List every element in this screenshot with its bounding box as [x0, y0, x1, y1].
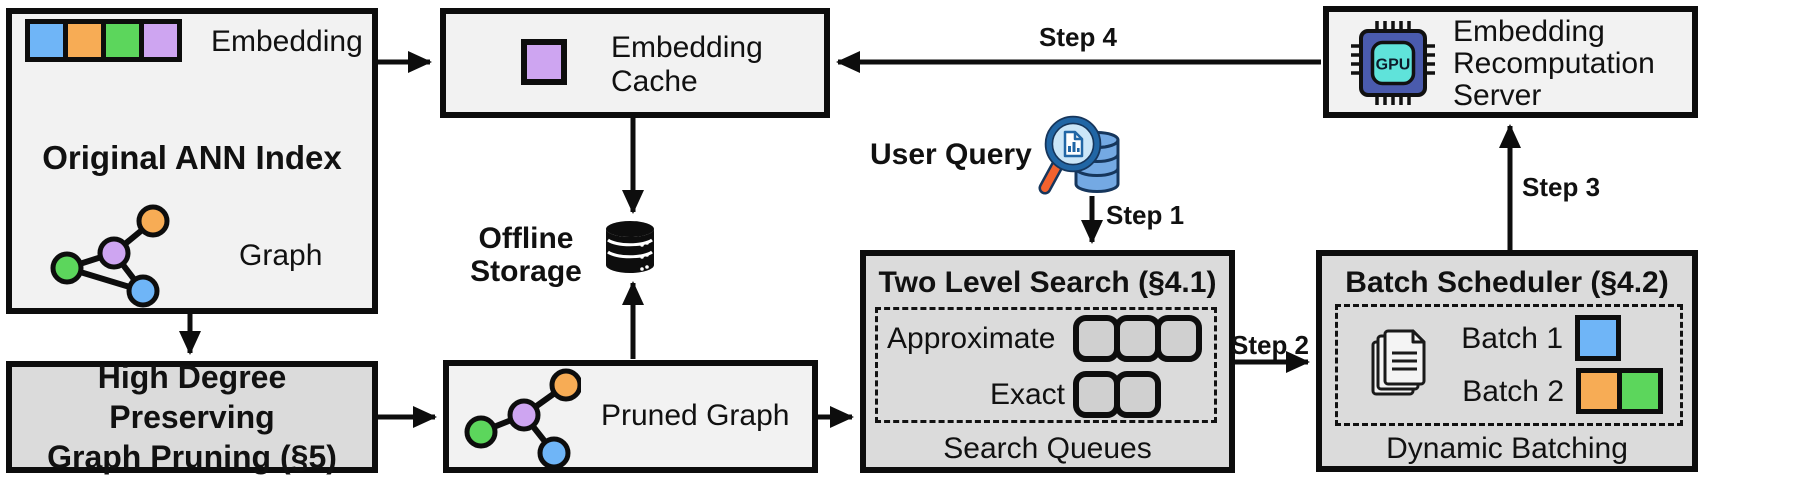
- step3-label: Step 3: [1522, 172, 1601, 202]
- batch2-squares: [1576, 368, 1663, 414]
- documents-icon: [1371, 329, 1426, 396]
- orange-square: [63, 19, 106, 62]
- search-queues-caption: Search Queues: [943, 432, 1152, 465]
- blue-square: [1575, 315, 1621, 361]
- user-query-label: User Query: [870, 138, 1032, 171]
- cache-swatch: [521, 39, 567, 85]
- graph-pruning-title: High Degree Preserving Graph Pruning (§5…: [47, 359, 337, 475]
- pruned-graph-box: Pruned Graph: [443, 360, 818, 473]
- batch2-row: Batch 2: [1421, 366, 1663, 416]
- two-level-search-box: Two Level Search (§4.1) Approximate Exac…: [860, 250, 1235, 473]
- exact-queue-slots: [1073, 371, 1161, 418]
- embedding-cache-title: Embedding Cache: [611, 31, 763, 98]
- purple-square: [521, 39, 567, 85]
- embedding-label: Embedding: [211, 25, 363, 58]
- batch1-squares: [1575, 315, 1621, 361]
- batch-scheduler-title: Batch Scheduler (§4.2): [1345, 266, 1669, 299]
- green-square: [1617, 368, 1663, 414]
- offline-storage-label: Offline Storage: [470, 222, 582, 288]
- gpu-chip-icon: GPU: [1351, 21, 1435, 105]
- pruned-graph-icon: [464, 368, 581, 468]
- gpu-chip-label: GPU: [1376, 57, 1411, 74]
- queue-slot: [1073, 315, 1120, 362]
- dynamic-batching-caption: Dynamic Batching: [1386, 432, 1628, 465]
- batch1-label: Batch 1: [1461, 321, 1563, 355]
- step1-label: Step 1: [1106, 200, 1185, 230]
- purple-square: [139, 19, 182, 62]
- green-square: [101, 19, 144, 62]
- original-ann-index-title: Original ANN Index: [42, 139, 342, 176]
- search-queues-region: [875, 307, 1217, 423]
- queue-slot: [1114, 315, 1161, 362]
- exact-label: Exact: [989, 378, 1065, 411]
- embedding-swatch-row: [25, 19, 182, 62]
- orange-square: [1576, 368, 1622, 414]
- original-ann-index-box: Embedding Original ANN Index Graph: [6, 8, 378, 314]
- blue-square: [25, 19, 68, 62]
- approximate-label: Approximate: [887, 322, 1056, 355]
- pruned-graph-title: Pruned Graph: [601, 399, 790, 432]
- original-graph-icon: [50, 204, 170, 308]
- recomputation-server-box: GPU Embedding Recomputation Server: [1323, 6, 1698, 118]
- user-query-search-database-icon: [1038, 115, 1120, 195]
- two-level-search-title: Two Level Search (§4.1): [878, 266, 1217, 299]
- recomputation-server-title: Embedding Recomputation Server: [1453, 15, 1655, 112]
- graph-pruning-box: High Degree Preserving Graph Pruning (§5…: [6, 359, 378, 475]
- embedding-cache-box: Embedding Cache: [440, 8, 830, 118]
- offline-storage-database-icon: [606, 221, 654, 273]
- queue-slot: [1155, 315, 1202, 362]
- batch2-label: Batch 2: [1462, 374, 1564, 408]
- dynamic-batching-region: [1335, 304, 1683, 426]
- batch-scheduler-box: Batch Scheduler (§4.2) Batch 1 Batch 2 D…: [1316, 250, 1698, 472]
- queue-slot: [1073, 371, 1120, 418]
- graph-label: Graph: [239, 239, 323, 272]
- queue-slot: [1114, 371, 1161, 418]
- approximate-queue-slots: [1073, 315, 1202, 362]
- step2-label: Step 2: [1230, 330, 1310, 360]
- step4-label: Step 4: [1038, 22, 1118, 52]
- batch1-row: Batch 1: [1421, 313, 1621, 363]
